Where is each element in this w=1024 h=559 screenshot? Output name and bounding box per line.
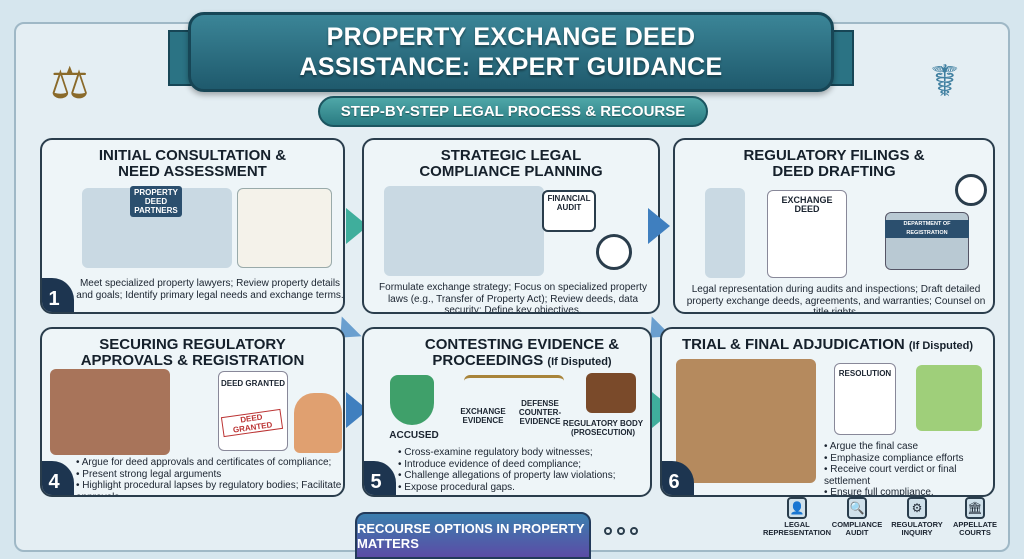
resolution-label: RESOLUTION bbox=[838, 369, 892, 378]
step-title-text: TRIAL & FINAL ADJUDICATION bbox=[681, 336, 905, 353]
recourse-regulatory-inquiry: ⚙REGULATORY INQUIRY bbox=[886, 497, 948, 537]
step-title: SECURING REGULATORY APPROVALS & REGISTRA… bbox=[80, 336, 305, 369]
bullet: Expose procedural gaps. bbox=[398, 482, 618, 494]
bullet: Present strong legal arguments bbox=[76, 469, 343, 481]
gavel-icon bbox=[586, 373, 636, 413]
bullet: Cross-examine regulatory body witnesses; bbox=[398, 447, 618, 459]
step-bullets: Argue the final case Emphasize complianc… bbox=[824, 441, 993, 495]
step-number-badge: 5 bbox=[364, 461, 396, 495]
dot bbox=[604, 527, 612, 535]
recourse-label: LEGAL REPRESENTATION bbox=[762, 520, 832, 537]
subtitle-pill: STEP-BY-STEP LEGAL PROCESS & RECOURSE bbox=[318, 96, 708, 127]
step-qualifier: (If Disputed) bbox=[908, 340, 974, 352]
pagination-dots bbox=[604, 527, 638, 535]
scales-of-justice-icon: ⚖ bbox=[50, 59, 90, 108]
deed-granted-certificate bbox=[218, 371, 288, 451]
quill-ink-icon bbox=[705, 188, 745, 278]
lawyer-icon: 👤 bbox=[787, 497, 807, 519]
bullet: Receive court verdict or final settlemen… bbox=[824, 464, 993, 487]
step-title: INITIAL CONSULTATION & NEED ASSESSMENT bbox=[98, 147, 287, 180]
resolution-document bbox=[834, 363, 896, 435]
exchange-deed-document bbox=[767, 190, 847, 278]
step-qualifier: (If Disputed) bbox=[547, 356, 612, 368]
step-title: STRATEGIC LEGAL COMPLIANCE PLANNING bbox=[419, 147, 603, 180]
bullet: Argue the final case bbox=[824, 441, 993, 453]
audit-document-icon: 🔍 bbox=[847, 497, 867, 519]
step-description: Meet specialized property lawyers; Revie… bbox=[76, 278, 344, 301]
bullet: Argue for deed approvals and certificate… bbox=[76, 457, 343, 469]
exchange-evidence-label: EXCHANGE EVIDENCE bbox=[460, 407, 506, 425]
step-bullets: Argue for deed approvals and certificate… bbox=[76, 457, 343, 495]
compass-icon bbox=[596, 234, 632, 270]
regulatory-body-label: REGULATORY BODY (PROSECUTION) bbox=[562, 419, 644, 437]
home-family-illustration bbox=[916, 365, 982, 431]
bullet: Introduce evidence of deed compliance; bbox=[398, 459, 618, 471]
step-title: TRIAL & FINAL ADJUDICATION (If Disputed) bbox=[662, 337, 993, 354]
courtroom-illustration bbox=[676, 359, 816, 483]
recourse-label: COMPLIANCE AUDIT bbox=[831, 520, 883, 537]
title-line-2: ASSISTANCE: EXPERT GUIDANCE bbox=[299, 53, 723, 81]
bullet: Highlight procedural lapses by regulator… bbox=[76, 480, 343, 495]
accused-label: ACCUSED bbox=[389, 430, 439, 441]
recourse-compliance-audit: 🔍COMPLIANCE AUDIT bbox=[826, 497, 888, 537]
recourse-label: REGULATORY INQUIRY bbox=[891, 520, 943, 537]
step-bullets: Cross-examine regulatory body witnesses;… bbox=[398, 447, 618, 493]
step-card-3: REGULATORY FILINGS & DEED DRAFTING EXCHA… bbox=[673, 138, 995, 314]
step-title-text: CONTESTING EVIDENCE & PROCEEDINGS bbox=[424, 336, 620, 369]
balance-scale-icon bbox=[464, 375, 564, 435]
bullet: Emphasize compliance efforts bbox=[824, 453, 993, 465]
dot bbox=[617, 527, 625, 535]
caduceus-icon: ☤ bbox=[930, 57, 960, 106]
step-title: CONTESTING EVIDENCE & PROCEEDINGS (If Di… bbox=[364, 337, 650, 370]
bullet: Ensure full compliance. bbox=[824, 487, 993, 495]
step-card-5: CONTESTING EVIDENCE & PROCEEDINGS (If Di… bbox=[362, 327, 652, 497]
step-description: Legal representation during audits and i… bbox=[686, 284, 986, 314]
financial-audit-label: FINANCIAL AUDIT bbox=[547, 194, 591, 212]
judge-bench-illustration bbox=[50, 369, 170, 455]
step-description: Formulate exchange strategy; Focus on sp… bbox=[379, 282, 647, 314]
courthouse-icon: 🏛 bbox=[965, 497, 985, 519]
deed-granted-label: DEED GRANTED bbox=[220, 379, 285, 388]
financial-audit-monitor bbox=[542, 190, 596, 232]
clock-icon bbox=[955, 174, 987, 206]
recourse-legal-representation: 👤LEGAL REPRESENTATION bbox=[762, 497, 832, 537]
step-card-1: INITIAL CONSULTATION & NEED ASSESSMENT P… bbox=[40, 138, 345, 314]
recourse-appellate-courts: 🏛APPELLATE COURTS bbox=[944, 497, 1006, 537]
step-card-6: TRIAL & FINAL ADJUDICATION (If Disputed)… bbox=[660, 327, 995, 497]
property-documents-illustration bbox=[237, 188, 332, 268]
recourse-label: APPELLATE COURTS bbox=[952, 520, 998, 537]
registration-sign: DEPARTMENT OF REGISTRATION bbox=[885, 220, 969, 238]
recourse-banner: RECOURSE OPTIONS IN PROPERTY MATTERS bbox=[355, 512, 591, 559]
defense-evidence-label: DEFENSE COUNTER-EVIDENCE bbox=[518, 399, 562, 426]
exchange-deed-label: EXCHANGE DEED bbox=[781, 195, 833, 214]
partners-sign: PROPERTY DEED PARTNERS bbox=[130, 186, 182, 217]
dot bbox=[630, 527, 638, 535]
bullet: Challenge allegations of property law vi… bbox=[398, 470, 618, 482]
step-title: REGULATORY FILINGS & DEED DRAFTING bbox=[743, 147, 925, 180]
step-number-badge: 1 bbox=[42, 278, 74, 312]
step-card-4: SECURING REGULATORY APPROVALS & REGISTRA… bbox=[40, 327, 345, 497]
arrow-right-icon bbox=[648, 208, 670, 244]
title-banner: PROPERTY EXCHANGE DEED ASSISTANCE: EXPER… bbox=[188, 12, 834, 92]
family-illustration bbox=[294, 393, 342, 453]
legal-planning-illustration bbox=[384, 186, 544, 276]
gear-inquiry-icon: ⚙ bbox=[907, 497, 927, 519]
step-card-2: STRATEGIC LEGAL COMPLIANCE PLANNING FINA… bbox=[362, 138, 660, 314]
shield-check-icon bbox=[390, 375, 434, 425]
title-line-1: PROPERTY EXCHANGE DEED bbox=[326, 23, 696, 51]
step-number-badge: 4 bbox=[42, 461, 74, 495]
